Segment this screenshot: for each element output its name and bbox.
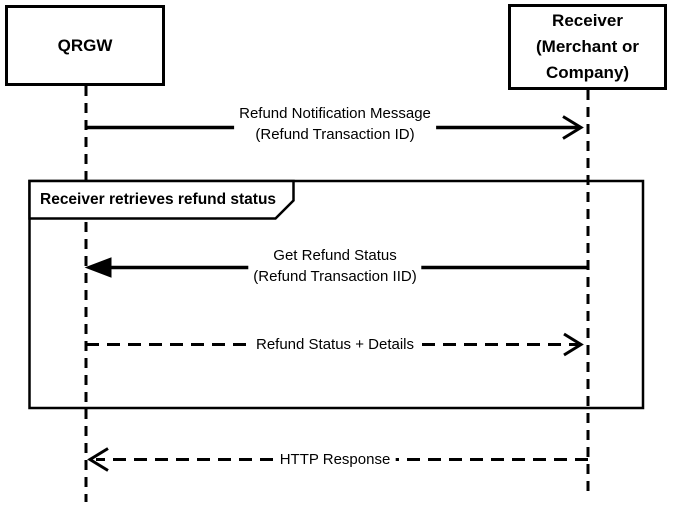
message-2-arrowhead: [84, 257, 112, 278]
message-1-label-line1: Refund Notification Message: [239, 105, 431, 122]
message-2-label-line2: (Refund Transaction IID): [253, 268, 417, 285]
message-2-label-line1: Get Refund Status: [273, 247, 397, 264]
message-2-label: Get Refund Status (Refund Transaction II…: [248, 245, 422, 287]
message-1-arrowhead: [562, 115, 584, 140]
message-3-arrowhead: [563, 332, 584, 357]
message-1-label-line2: (Refund Transaction ID): [255, 126, 415, 143]
actor-box-receiver: Receiver (Merchant or Company): [508, 4, 667, 90]
actor-label-qrgw: QRGW: [57, 35, 113, 55]
message-3-label-line1: Refund Status + Details: [255, 336, 415, 353]
message-4-label: HTTP Response: [274, 449, 396, 470]
message-3-label: Refund Status + Details: [250, 334, 420, 355]
message-4-label-line1: HTTP Response: [279, 451, 391, 468]
fragment-label-tab: [28, 179, 295, 220]
fragment-frame: [28, 179, 645, 410]
message-1-label: Refund Notification Message (Refund Tran…: [234, 103, 436, 145]
actor-label-receiver: Receiver (Merchant or Company): [536, 11, 639, 82]
fragment-label: Receiver retrieves refund status: [40, 191, 277, 208]
actor-box-qrgw: QRGW: [5, 5, 165, 86]
message-4-arrowhead: [87, 447, 109, 472]
